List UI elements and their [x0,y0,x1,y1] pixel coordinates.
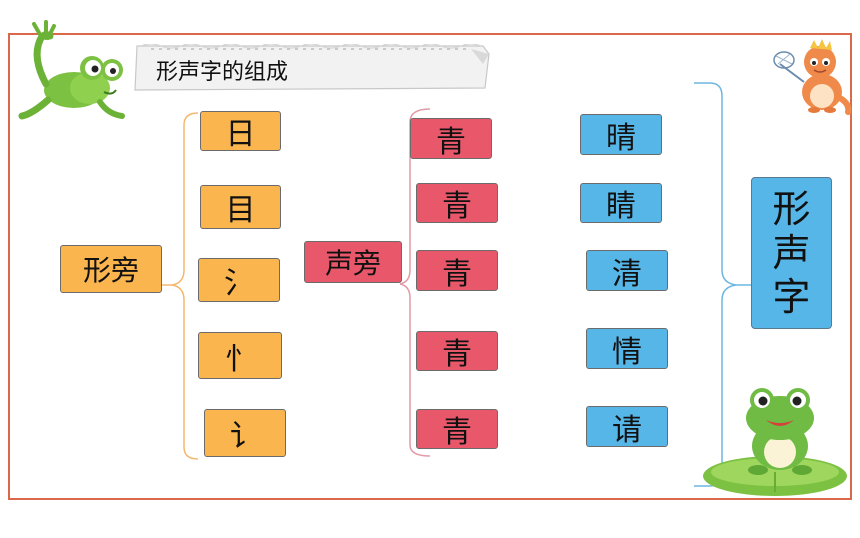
sound-label: 声旁 [324,247,381,280]
sound-text: 青 [442,189,472,224]
result-char: 形 [772,187,811,231]
radical-text: 讠 [230,419,260,454]
radical-text: 忄 [225,341,255,377]
title-banner: 形声字的组成 [131,43,491,92]
radical-label: 形旁 [82,254,139,287]
character-text: 情 [612,334,642,370]
character-text: 清 [612,256,642,292]
sound-box: 青 [416,250,498,292]
sound-text: 青 [442,256,472,292]
character-text: 睛 [606,189,636,224]
sound-box: 青 [416,183,498,224]
character-box: 清 [586,250,668,292]
sound-text: 青 [442,337,472,372]
frog-on-lily-pad-icon [703,388,847,496]
sound-text: 青 [436,124,466,160]
page-title: 形声字的组成 [156,60,289,85]
result-char: 字 [772,275,811,319]
radical-box: 氵 [198,258,280,302]
radical-text: 氵 [224,266,254,301]
radical-box: 日 [200,111,281,152]
character-box: 情 [586,328,668,370]
sound-box: 青 [416,409,498,450]
result-box: 形 声 字 [751,177,832,329]
character-box: 睛 [580,183,662,224]
sound-box: 青 [416,331,498,372]
radical-label-box: 形旁 [60,245,162,293]
sound-text: 青 [442,415,472,450]
radical-text: 目 [225,193,256,228]
character-text: 晴 [606,120,636,156]
character-box: 请 [586,406,668,448]
result-char: 声 [772,231,811,275]
jumping-frog-icon [18,20,125,120]
radical-box: 目 [200,185,281,229]
character-box: 晴 [580,114,662,156]
sound-label-box: 声旁 [304,241,402,283]
radical-box: 忄 [198,332,282,379]
radical-box: 讠 [204,409,286,457]
sound-box: 青 [410,118,492,160]
radical-text: 日 [225,117,256,152]
dinosaur-icon [773,39,852,115]
character-text: 请 [612,412,642,448]
banner-paper [134,43,490,91]
